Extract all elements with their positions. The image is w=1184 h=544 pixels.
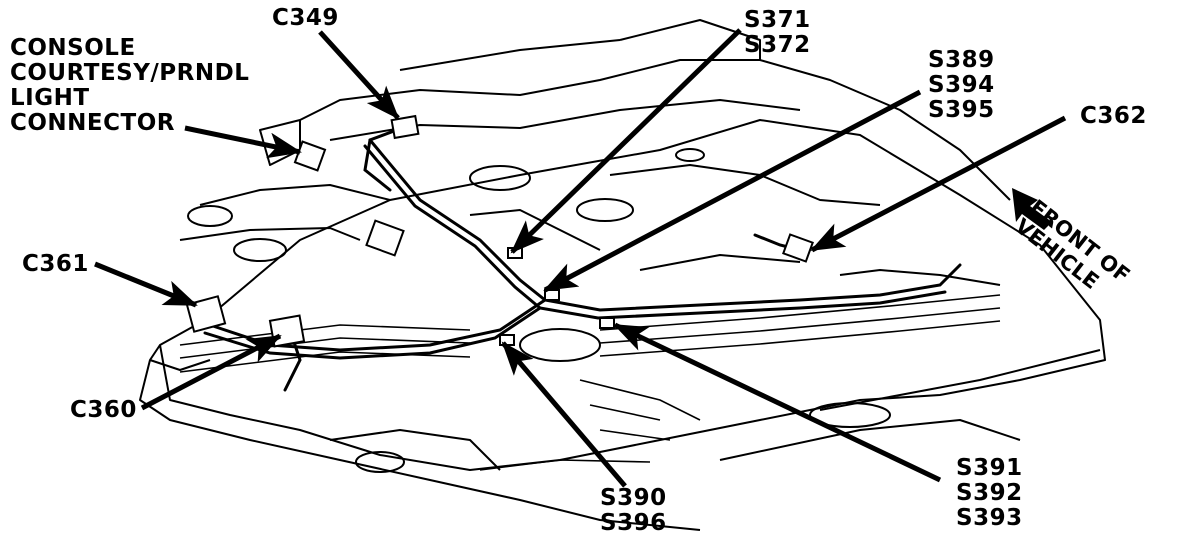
front-direction-icon <box>1012 188 1052 230</box>
callout-s393: S393 <box>956 505 1023 531</box>
connector-bodies <box>185 114 814 348</box>
sill-ribs <box>179 294 1001 471</box>
callout-console-line-2: COURTESY/PRNDL <box>10 60 250 86</box>
callout-c360: C360 <box>70 397 137 423</box>
callout-s371: S371 <box>744 7 811 33</box>
callout-c361: C361 <box>22 251 89 277</box>
callout-s392: S392 <box>956 480 1023 506</box>
callout-s371-s372: S371 S372 <box>744 8 811 58</box>
callout-arrows <box>94 28 1067 488</box>
callout-s390-s396: S390 S396 <box>600 486 667 536</box>
wiring-harness <box>203 123 962 392</box>
callout-console-line-4: CONNECTOR <box>10 110 175 136</box>
callout-c362: C362 <box>1080 103 1147 129</box>
arrow-c349 <box>318 30 400 120</box>
arrow-c361 <box>94 261 198 308</box>
callout-console-line-1: CONSOLE <box>10 35 136 61</box>
arrow-c360 <box>140 333 282 411</box>
arrow-console-connector <box>184 125 302 159</box>
callout-console-connector: CONSOLE COURTESY/PRNDL LIGHT CONNECTOR <box>10 36 249 136</box>
callout-s395: S395 <box>928 97 995 123</box>
arrow-s389-s394-s395 <box>543 89 922 293</box>
callout-console-line-3: LIGHT <box>10 85 90 111</box>
callout-s391-s392-s393: S391 S392 S393 <box>956 456 1023 531</box>
callout-s372: S372 <box>744 32 811 58</box>
callout-s396: S396 <box>600 510 667 536</box>
callout-s389: S389 <box>928 47 995 73</box>
callout-c349: C349 <box>272 5 339 31</box>
arrow-s390-s396 <box>501 341 627 488</box>
callout-s391: S391 <box>956 455 1023 481</box>
callout-s394: S394 <box>928 72 995 98</box>
callout-s390: S390 <box>600 485 667 511</box>
arrow-s371-s372 <box>510 28 742 254</box>
arrow-c362 <box>810 115 1067 253</box>
arrow-s391-s392-s393 <box>613 322 942 483</box>
callout-s389-s394-s395: S389 S394 S395 <box>928 48 995 123</box>
